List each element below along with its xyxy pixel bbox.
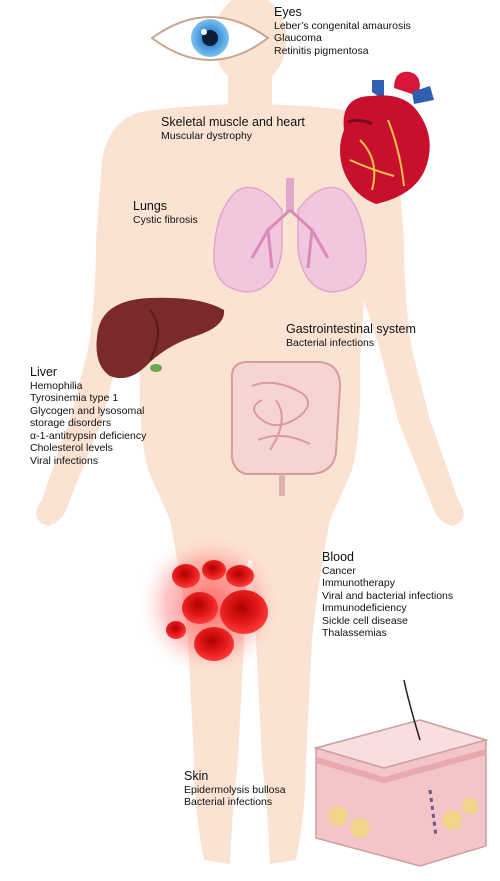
eyes-label: Eyes Leber’s congenital amaurosis Glauco… <box>274 6 411 57</box>
muscle-heart-title: Skeletal muscle and heart <box>161 116 305 129</box>
skin-item: Bacterial infections <box>184 796 286 809</box>
blood-title: Blood <box>322 551 453 564</box>
blood-cells-icon <box>135 530 285 680</box>
gi-label: Gastrointestinal system Bacterial infect… <box>286 323 416 349</box>
blood-item: Immunodeficiency <box>322 602 453 615</box>
skin-item: Epidermolysis bullosa <box>184 784 286 797</box>
skin-label: Skin Epidermolysis bullosa Bacterial inf… <box>184 770 286 809</box>
liver-item: storage disorders <box>30 417 146 430</box>
blood-label: Blood Cancer Immunotherapy Viral and bac… <box>322 551 453 640</box>
muscle-heart-label: Skeletal muscle and heart Muscular dystr… <box>161 116 305 142</box>
skin-section-icon <box>316 680 486 866</box>
eyes-item: Retinitis pigmentosa <box>274 45 411 58</box>
liver-item: Viral infections <box>30 455 146 468</box>
heart-icon <box>340 72 434 204</box>
lungs-item: Cystic fibrosis <box>133 214 198 227</box>
liver-title: Liver <box>30 366 146 379</box>
blood-item: Sickle cell disease <box>322 615 453 628</box>
liver-item: Cholesterol levels <box>30 442 146 455</box>
lungs-label: Lungs Cystic fibrosis <box>133 200 198 226</box>
eyes-title: Eyes <box>274 6 411 19</box>
eyes-item: Leber’s congenital amaurosis <box>274 20 411 33</box>
blood-item: Immunotherapy <box>322 577 453 590</box>
liver-label: Liver Hemophilia Tyrosinemia type 1 Glyc… <box>30 366 146 467</box>
skin-title: Skin <box>184 770 286 783</box>
gi-title: Gastrointestinal system <box>286 323 416 336</box>
blood-item: Cancer <box>322 565 453 578</box>
blood-item: Viral and bacterial infections <box>322 590 453 603</box>
liver-item: Tyrosinemia type 1 <box>30 392 146 405</box>
liver-item: Hemophilia <box>30 380 146 393</box>
gi-item: Bacterial infections <box>286 337 416 350</box>
eyes-item: Glaucoma <box>274 32 411 45</box>
blood-item: Thalassemias <box>322 627 453 640</box>
lungs-title: Lungs <box>133 200 198 213</box>
muscle-heart-item: Muscular dystrophy <box>161 130 305 143</box>
liver-item: Glycogen and lysosomal <box>30 405 146 418</box>
liver-item: α-1-antitrypsin deficiency <box>30 430 146 443</box>
